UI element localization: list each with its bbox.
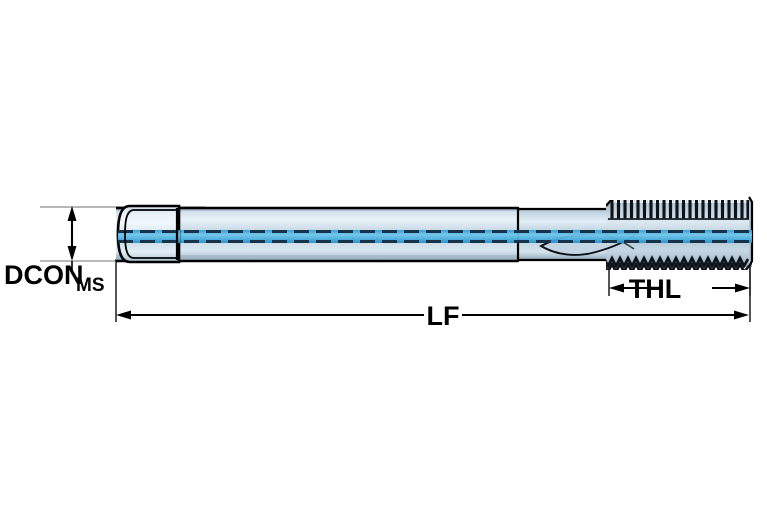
thl-arrowhead-right [735,283,750,293]
dimension-thl [609,283,750,293]
dcon-subscript-label: MS [76,275,105,296]
dcon-label: DCON [4,260,84,290]
thread-crests-bottom [606,255,750,270]
thl-arrowhead-left [609,283,624,293]
thl-label: THL [629,274,681,304]
square-drive [116,204,181,264]
lf-arrowhead-right [734,310,749,320]
dcon-arrowhead-top [67,206,77,221]
square-drive-end-curve [124,209,134,259]
lf-label: LF [427,301,460,331]
dimension-lf [116,310,749,320]
dimension-dcon-ms [67,206,77,272]
thread-crests-top [606,200,750,220]
dcon-arrowhead-bottom [67,246,77,261]
lf-arrowhead-left [116,310,131,320]
coolant-centerline [118,230,752,243]
